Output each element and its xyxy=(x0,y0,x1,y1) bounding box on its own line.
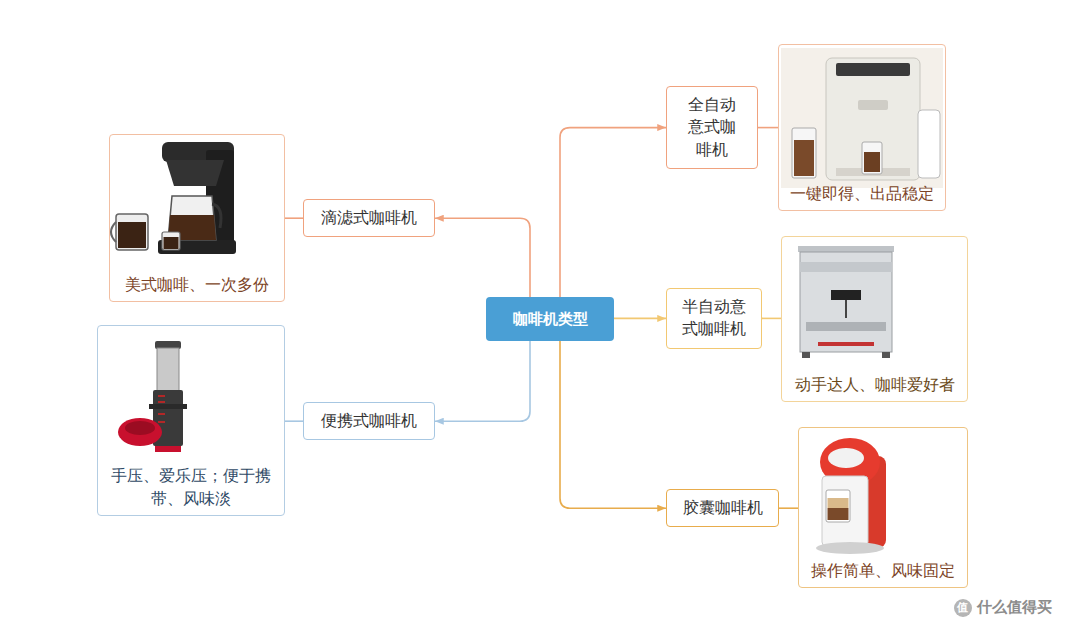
connector xyxy=(762,318,781,320)
box-label: 滴滤式咖啡机 xyxy=(318,207,420,229)
connector xyxy=(285,420,303,422)
connector xyxy=(285,217,303,219)
picture-card: 手压、爱乐压；便于携带、风味淡 xyxy=(97,325,285,516)
box-label: 半自动意式咖啡机 xyxy=(681,296,747,341)
watermark-glyph: 值 xyxy=(957,600,968,615)
drip-coffee-maker xyxy=(111,142,236,254)
connector xyxy=(560,128,666,297)
root-box: 咖啡机类型 xyxy=(486,297,614,341)
connector xyxy=(560,341,666,508)
card-caption: 操作简单、风味固定 xyxy=(807,559,959,582)
category-box: 滴滤式咖啡机 xyxy=(303,199,435,237)
box-label: 便携式咖啡机 xyxy=(318,410,420,432)
connector xyxy=(758,127,778,129)
card-caption: 美式咖啡、一次多份 xyxy=(118,273,276,296)
connector xyxy=(435,218,530,297)
category-box: 便携式咖啡机 xyxy=(303,402,435,440)
picture-card: 操作简单、风味固定 xyxy=(798,427,968,588)
card-caption: 手压、爱乐压；便于携带、风味淡 xyxy=(106,464,276,510)
picture-card: 动手达人、咖啡爱好者 xyxy=(781,236,968,402)
picture-card: 一键即得、出品稳定 xyxy=(778,44,946,211)
box-label: 胶囊咖啡机 xyxy=(681,497,764,519)
connector xyxy=(435,341,530,421)
category-box: 半自动意式咖啡机 xyxy=(666,288,762,349)
watermark-icon xyxy=(954,599,972,617)
card-caption: 一键即得、出品稳定 xyxy=(787,182,937,205)
card-caption: 动手达人、咖啡爱好者 xyxy=(790,373,959,396)
connector xyxy=(614,318,666,320)
category-box: 胶囊咖啡机 xyxy=(666,489,779,527)
box-label: 全自动意式咖啡机 xyxy=(685,94,739,161)
watermark-text: 什么值得买 xyxy=(977,598,1052,617)
full-auto-machine xyxy=(781,48,943,188)
category-box: 全自动意式咖啡机 xyxy=(666,86,758,169)
connector xyxy=(779,507,798,509)
semi-auto-machine xyxy=(798,246,894,358)
aeropress xyxy=(118,341,187,452)
capsule-machine xyxy=(816,438,886,554)
box-label: 咖啡机类型 xyxy=(513,310,588,329)
picture-card: 美式咖啡、一次多份 xyxy=(109,134,285,302)
